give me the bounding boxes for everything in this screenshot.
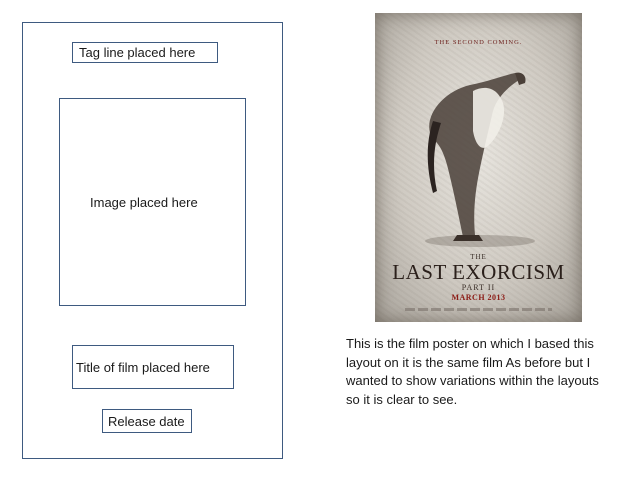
title-label: Title of film placed here xyxy=(76,359,210,375)
release-date-placeholder: Release date xyxy=(102,409,192,433)
poster-title: LAST EXORCISM xyxy=(392,260,565,284)
title-placeholder: Title of film placed here xyxy=(72,345,234,389)
poster-subtitle: PART II xyxy=(461,283,496,292)
release-label: Release date xyxy=(108,413,185,429)
poster-figure-illustration xyxy=(425,72,535,247)
image-label: Image placed here xyxy=(90,194,198,210)
tagline-label: Tag line placed here xyxy=(79,45,196,60)
poster-tagline: THE SECOND COMING. xyxy=(434,39,523,46)
layout-frame xyxy=(22,22,283,459)
image-placeholder: Image placed here xyxy=(59,98,246,306)
poster-credits xyxy=(405,308,552,311)
poster-release-date: MARCH 2013 xyxy=(451,293,506,302)
poster-title-prefix: THE xyxy=(470,253,487,261)
tagline-placeholder: Tag line placed here xyxy=(72,42,218,63)
description-text: This is the film poster on which I based… xyxy=(346,336,599,407)
film-poster: THE SECOND COMING. THE LAST EXORCISM PAR… xyxy=(375,13,582,322)
